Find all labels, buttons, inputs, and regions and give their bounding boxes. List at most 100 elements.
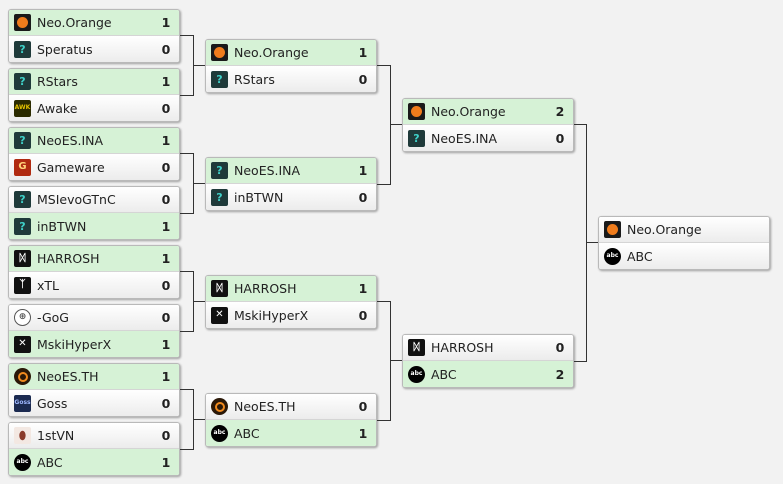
team-score: 1 (161, 454, 171, 470)
unknown-team-icon: ? (211, 188, 228, 206)
team-row[interactable]: ✕ MskiHyperX 0 (206, 302, 376, 328)
unknown-team-icon: ? (14, 73, 31, 90)
team-score: 1 (161, 74, 171, 89)
bracket-connector (194, 183, 205, 184)
gog-icon: ⊕ (14, 309, 31, 326)
team-score: 0 (358, 189, 368, 205)
bracket-connector (194, 301, 205, 302)
team-score: 0 (358, 307, 368, 323)
goss-icon: Goss (14, 394, 31, 412)
team-name: HARROSH (37, 251, 100, 266)
team-name: HARROSH (431, 340, 494, 355)
team-row[interactable]: Neo.Orange (599, 217, 769, 243)
abc-icon: abc (14, 453, 31, 471)
team-row[interactable]: NeoES.TH 1 (9, 364, 179, 390)
team-score: 1 (161, 336, 171, 352)
team-name: Neo.Orange (431, 104, 506, 119)
team-name: Neo.Orange (234, 45, 309, 60)
team-name: ABC (234, 425, 260, 441)
team-name: ABC (627, 248, 653, 264)
team-row[interactable]: ? NeoES.INA 1 (206, 158, 376, 184)
hyperx-icon: ✕ (211, 306, 228, 324)
bracket-connector (391, 124, 402, 125)
unknown-team-icon: ? (211, 162, 228, 179)
team-score: 0 (358, 71, 368, 87)
bracket-connector (194, 65, 205, 66)
team-score: 1 (358, 425, 368, 441)
harrosh-icon: ᛞ (408, 339, 425, 356)
team-score: 1 (161, 133, 171, 148)
unknown-team-icon: ? (408, 129, 425, 147)
team-name: NeoES.INA (234, 163, 301, 178)
team-score: 1 (161, 369, 171, 384)
unknown-team-icon: ? (14, 217, 31, 235)
team-name: inBTWN (37, 218, 87, 234)
team-name: NeoES.TH (37, 369, 99, 384)
team-row[interactable]: abc ABC 1 (206, 420, 376, 446)
team-score: 1 (161, 251, 171, 266)
team-name: Gameware (37, 159, 105, 175)
team-name: Neo.Orange (37, 15, 112, 30)
bracket-connector (194, 419, 205, 420)
xtl-icon: ᛉ (14, 276, 31, 294)
bracket-connector (377, 65, 391, 185)
team-score: 0 (161, 428, 171, 443)
team-name: NeoES.INA (37, 133, 104, 148)
abc-icon: abc (211, 424, 228, 442)
bracket-connector (180, 271, 194, 332)
team-row[interactable]: Neo.Orange 1 (206, 40, 376, 66)
bracket-connector (180, 153, 194, 214)
team-score: 1 (358, 45, 368, 60)
neoes-th-icon (211, 398, 228, 415)
hyperx-icon: ✕ (14, 335, 31, 353)
team-score: 0 (555, 130, 565, 146)
team-name: Awake (37, 100, 78, 116)
orange-icon (408, 103, 425, 120)
team-name: -GoG (37, 310, 69, 325)
team-name: NeoES.TH (234, 399, 296, 414)
awake-icon: AWK (14, 99, 31, 117)
team-score: 2 (555, 366, 565, 382)
team-name: MskiHyperX (234, 307, 309, 323)
team-score: 1 (358, 163, 368, 178)
